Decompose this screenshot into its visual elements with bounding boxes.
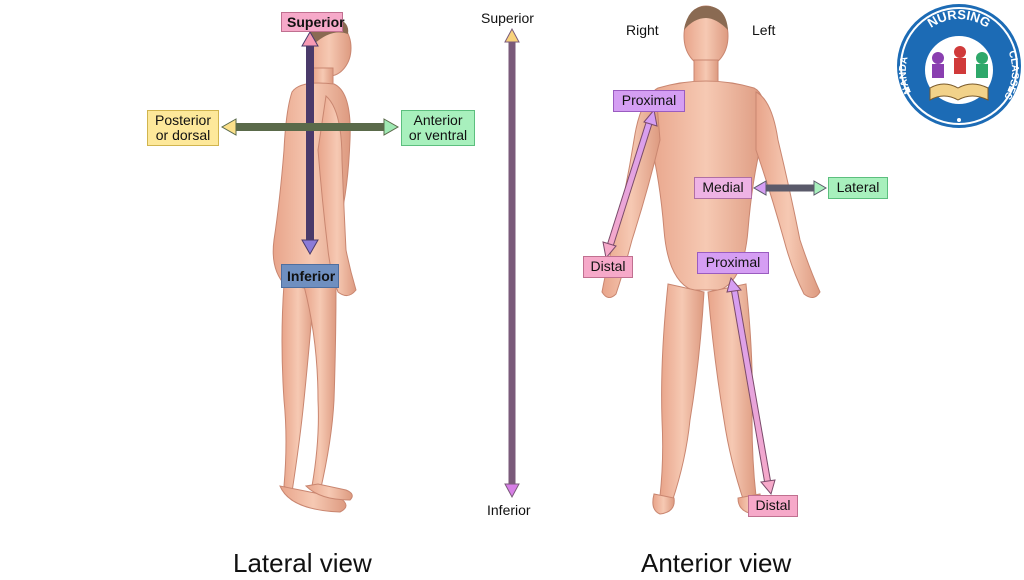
leg-proximal-label: Proximal [697, 252, 769, 274]
anterior-label: Anterior or ventral [401, 110, 475, 146]
medial-lateral-arrow [753, 180, 827, 196]
lateral-horizontal-arrow [220, 118, 400, 136]
posterior-label: Posterior or dorsal [147, 110, 219, 146]
arm-proximal-distal-arrow [602, 108, 658, 260]
right-side-label: Right [626, 22, 659, 38]
leg-proximal-distal-arrow [726, 276, 776, 496]
center-inferior-label: Inferior [487, 502, 531, 518]
arm-distal-label: Distal [583, 256, 633, 278]
lateral-inferior-label: Inferior [281, 264, 339, 288]
center-superior-label: Superior [481, 10, 534, 26]
posterior-label-line1: Posterior [154, 112, 212, 128]
leg-distal-label: Distal [748, 495, 798, 517]
anterior-view-title: Anterior view [641, 548, 792, 578]
left-side-label: Left [752, 22, 776, 38]
center-axis-arrow [504, 27, 520, 499]
nanda-nursing-classes-logo: NURSING [897, 4, 1021, 128]
posterior-label-line2: or dorsal [155, 127, 211, 143]
anterior-label-line2: or ventral [408, 127, 468, 143]
arm-proximal-label: Proximal [613, 90, 685, 112]
lateral-direction-label: Lateral [828, 177, 888, 199]
lateral-body-figure [272, 17, 357, 513]
logo-text-top: NURSING [925, 7, 994, 31]
anterior-label-line1: Anterior [413, 112, 463, 128]
lateral-view-title: Lateral view [233, 548, 372, 578]
lateral-superior-label: Superior [281, 12, 345, 32]
medial-label: Medial [694, 177, 752, 199]
lateral-vertical-arrow [301, 30, 319, 256]
